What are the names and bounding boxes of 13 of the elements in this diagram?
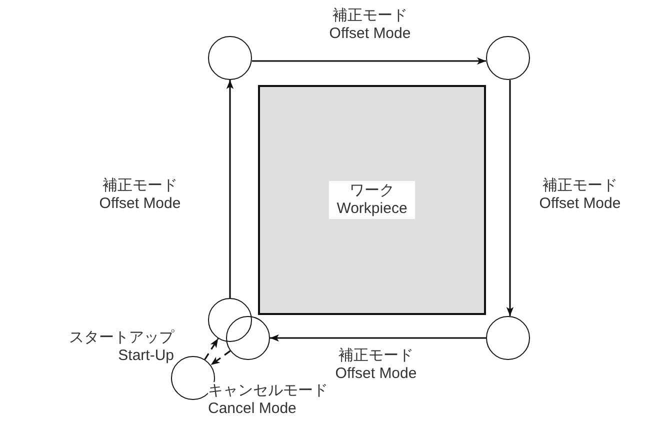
dashed-arrow	[204, 338, 219, 360]
tool-position-circle	[226, 316, 270, 360]
arrow	[226, 80, 234, 298]
workpiece-box	[258, 85, 486, 315]
dashed-arrow	[210, 350, 231, 366]
arrow	[252, 57, 486, 65]
tool-position-circle	[208, 298, 252, 342]
workpiece-label: ワーク Workpiece	[329, 181, 415, 219]
arrow	[506, 80, 514, 316]
tool-position-circle	[486, 36, 530, 80]
arrow	[270, 334, 486, 342]
tool-position-circle	[208, 36, 252, 80]
tool-position-circle	[486, 316, 530, 360]
